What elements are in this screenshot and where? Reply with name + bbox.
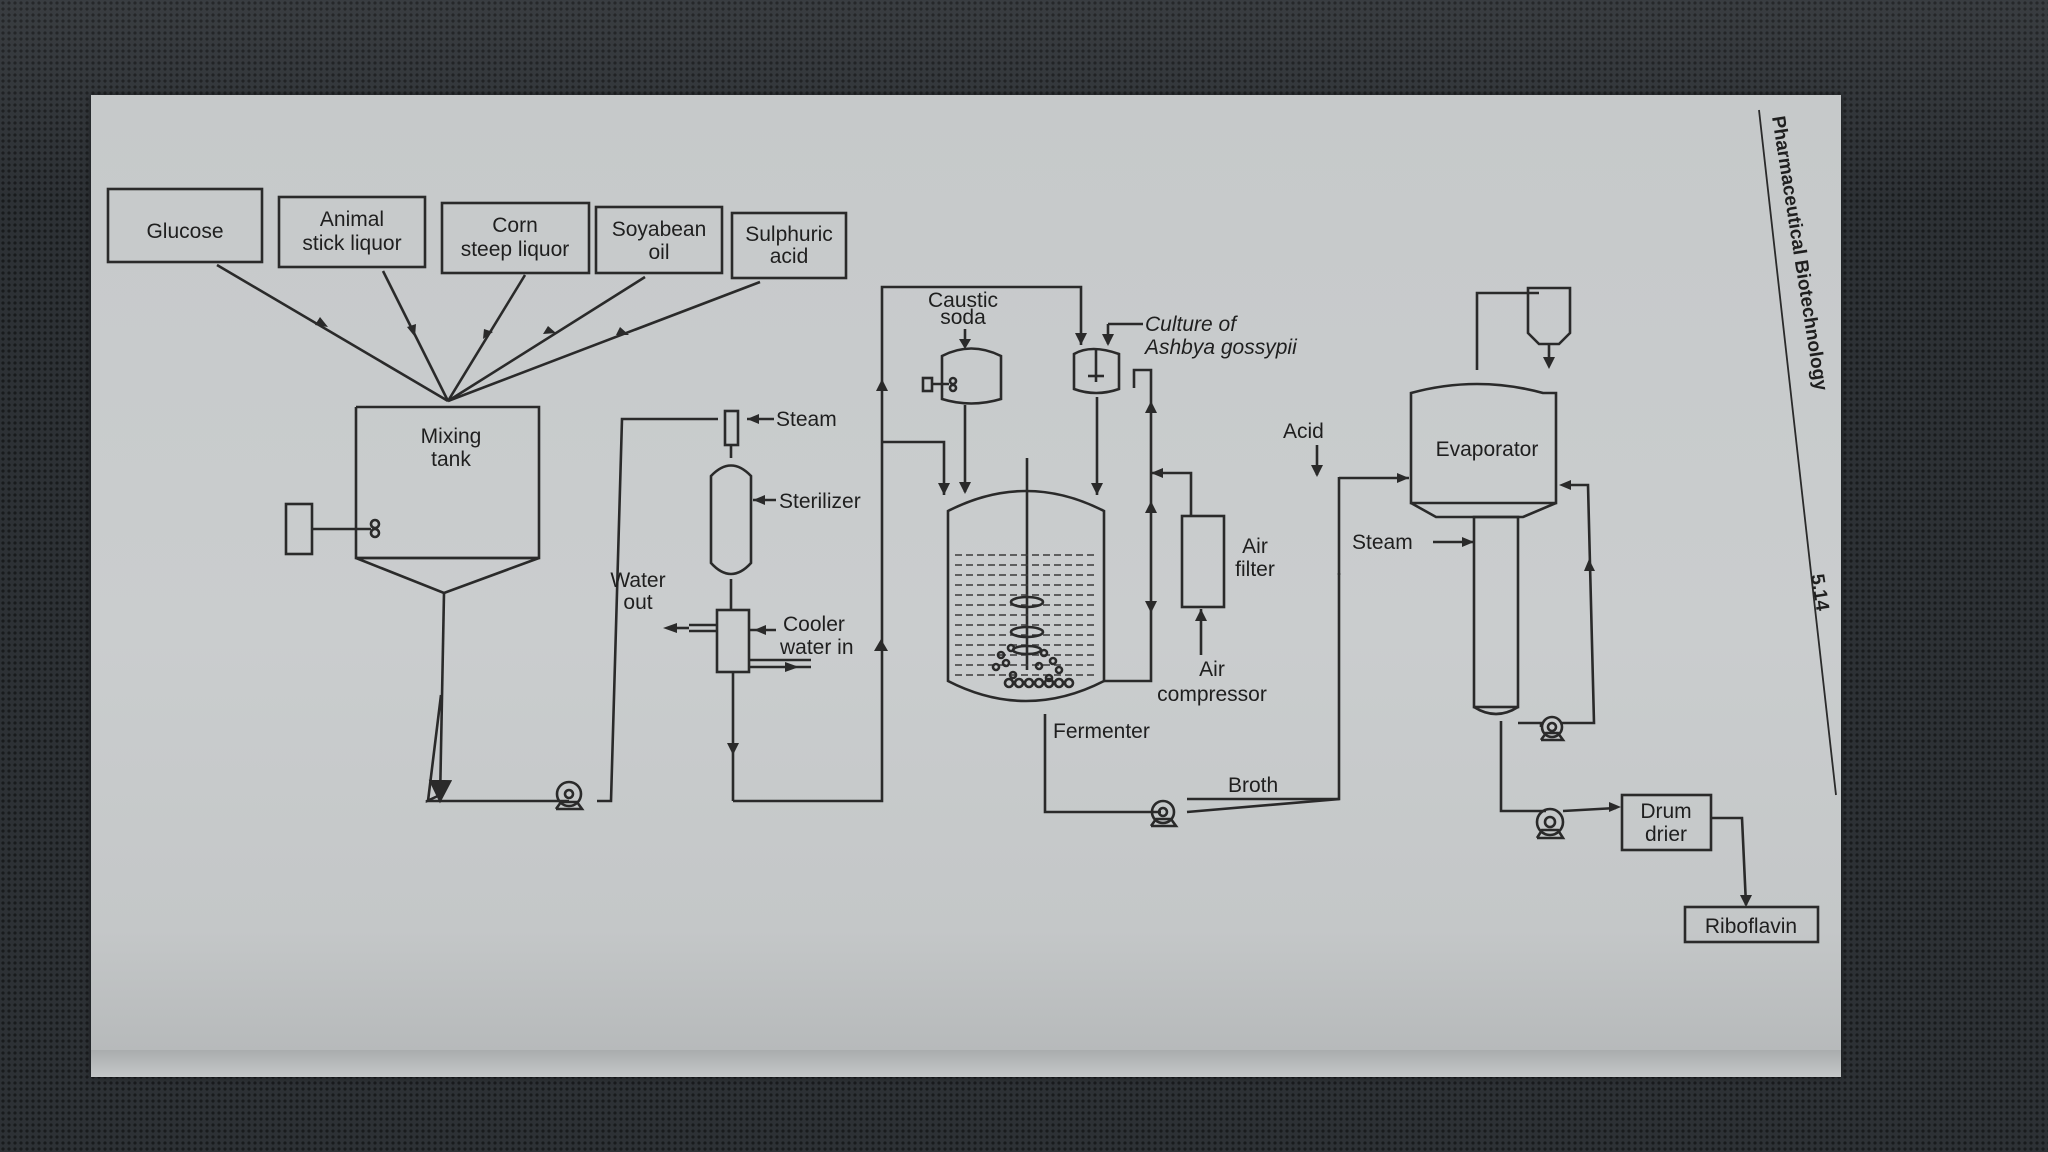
drum-drier-label-line1: Drum [1640, 800, 1691, 823]
drum-drier: Drum drier [1620, 793, 1713, 852]
water-out-label-line2: out [623, 591, 652, 614]
drum-drier-label-line2: drier [1645, 823, 1687, 846]
pump-1-icon [554, 780, 585, 811]
page-fold-shadow [91, 1050, 1841, 1077]
fermenter-label: Fermenter [1053, 720, 1150, 743]
soyabean-oil-label-line2: oil [648, 241, 669, 264]
sulphuric-acid-label-line2: acid [770, 245, 809, 268]
corn-steep-liquor-box: Corn steep liquor [440, 201, 591, 275]
broth-line [1043, 473, 1409, 814]
mixing-tank: Mixing tank [354, 405, 541, 595]
water-in-label: water in [779, 636, 854, 659]
drier-to-product-line [1711, 816, 1748, 906]
pump-to-drier-line [1562, 806, 1617, 813]
steam-label-sterilizer: Steam [776, 408, 837, 431]
soyabean-oil-box: Soyabean oil [594, 205, 724, 275]
pump-3-icon [1539, 715, 1566, 742]
sterilizer-label: Sterilizer [779, 490, 861, 513]
culture-label-line2: Ashbya gossypii [1143, 336, 1298, 359]
book-page: Glucose Animal stick liquor Corn steep l… [91, 95, 1841, 1077]
cooler-label: Cooler [783, 613, 845, 636]
caustic-soda-label-line2: soda [940, 306, 986, 329]
animal-stick-liquor-box: Animal stick liquor [277, 195, 427, 269]
animal-stick-liquor-label-line1: Animal [320, 208, 384, 231]
sterile-medium-distribution [880, 285, 1087, 495]
air-compressor-label-line2: compressor [1157, 683, 1267, 706]
mixing-tank-label-line1: Mixing [421, 425, 482, 448]
fermenter [946, 458, 1106, 703]
culture-label-line1: Culture of [1145, 313, 1238, 336]
book-title: Pharmaceutical Biotechnology [1767, 114, 1831, 392]
riboflavin-label: Riboflavin [1705, 915, 1797, 938]
glucose-label: Glucose [146, 220, 223, 243]
caustic-soda-tank: Caustic soda [921, 289, 1003, 494]
air-filter [1180, 514, 1226, 609]
mixing-tank-label-line2: tank [431, 448, 471, 471]
sulphuric-acid-label-line1: Sulphuric [745, 223, 833, 246]
page-number: 5.14 [1806, 572, 1833, 612]
corn-steep-liquor-label-line2: steep liquor [461, 238, 570, 261]
corn-steep-liquor-label-line1: Corn [492, 214, 538, 237]
air-compressor-label-line1: Air [1199, 658, 1225, 681]
mixing-to-sterilizer-line [425, 417, 718, 804]
air-filter-label-line1: Air [1242, 535, 1268, 558]
sparger-line [1003, 677, 1075, 689]
broth-label: Broth [1228, 774, 1278, 797]
evaporator [1409, 286, 1596, 813]
steam-label-evaporator: Steam [1352, 531, 1413, 554]
water-out-label-line1: Water [610, 569, 665, 592]
riboflavin-box: Riboflavin [1683, 905, 1820, 944]
pump-2-icon [1149, 799, 1179, 828]
riboflavin-process-flow-diagram: Glucose Animal stick liquor Corn steep l… [106, 109, 1837, 944]
culture-tank [1072, 322, 1143, 495]
caustic-soda-label-line1: Caustic [928, 289, 998, 312]
sparger-bubbles [991, 643, 1064, 683]
sterilizer [709, 379, 888, 803]
feed-lines [216, 263, 761, 403]
cooler-water-lines [663, 623, 811, 672]
air-line [1104, 368, 1207, 683]
glucose-box: Glucose [106, 187, 264, 264]
mixing-tank-motor-icon [284, 502, 381, 556]
sulphuric-acid-box: Sulphuric acid [730, 211, 848, 280]
page-margin-rule [1758, 109, 1837, 796]
soyabean-oil-label-line1: Soyabean [612, 218, 707, 241]
animal-stick-liquor-label-line2: stick liquor [302, 232, 401, 255]
pump-4-icon [1535, 807, 1566, 840]
air-filter-label-line2: filter [1235, 558, 1275, 581]
acid-label: Acid [1283, 420, 1324, 443]
evaporator-label: Evaporator [1436, 438, 1539, 461]
